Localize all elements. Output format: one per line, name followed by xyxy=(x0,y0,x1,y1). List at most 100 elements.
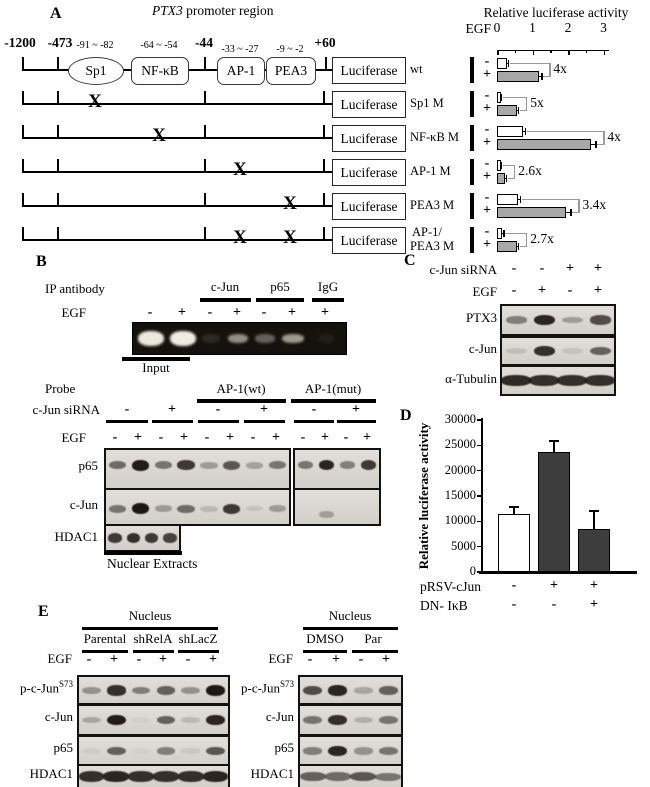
chart-a-bar-egf-plus xyxy=(497,105,517,116)
sirna-mark: + xyxy=(260,402,268,417)
binding-site-range-label: -64 ~ -54 xyxy=(140,40,178,51)
probe-group-bar xyxy=(291,399,376,403)
protein-band xyxy=(297,461,314,470)
chart-a-error-bar xyxy=(566,212,571,214)
x-mutation-mark: X xyxy=(283,227,297,248)
binding-site-box: PEA3 xyxy=(266,57,316,85)
chart-a-title: Relative luciferase activity xyxy=(483,5,629,20)
promoter-coordinate-label: -1200 xyxy=(4,35,36,50)
chart-a-error-cap xyxy=(524,128,526,135)
e-row-label: HDAC1 xyxy=(29,765,73,781)
protein-band xyxy=(353,716,373,724)
protein-band xyxy=(126,532,141,544)
cjun-blot-mut xyxy=(293,488,381,526)
protein-band xyxy=(132,717,151,722)
e-row-label: c-Jun xyxy=(44,709,73,724)
chart-a-error-cap xyxy=(595,141,597,148)
e-right-blot-p-c-Jun xyxy=(298,675,403,705)
e-row-label: HDAC1 xyxy=(250,765,294,781)
chart-d-condition-label: pRSV-cJun xyxy=(420,579,482,594)
protein-band xyxy=(206,685,225,696)
protein-band xyxy=(378,716,398,724)
sirna-group-bar xyxy=(198,420,239,423)
e-egf-mark: - xyxy=(136,652,142,667)
chart-a-egf-minus-mark: - xyxy=(484,122,490,137)
protein-band xyxy=(103,771,130,782)
c-header-mark: - xyxy=(511,261,517,276)
construct-tick xyxy=(204,57,206,70)
probe-egf-label: EGF xyxy=(61,430,86,445)
e-egf-mark: + xyxy=(159,652,167,667)
protein-band xyxy=(153,771,179,782)
chart-a-group-bar xyxy=(470,91,474,117)
chart-a-axis-tick-label: 3 xyxy=(600,20,607,35)
chart-a-egf-plus-mark: + xyxy=(483,135,491,150)
chart-d-error-bar xyxy=(513,506,515,514)
chart-a-error-bar xyxy=(516,110,519,112)
protein-band xyxy=(529,375,559,386)
c-header-mark: + xyxy=(538,283,546,298)
chart-a-bar-egf-minus xyxy=(497,92,501,103)
luciferase-box: Luciferase xyxy=(332,125,406,152)
chart-a-error-bar xyxy=(502,233,504,235)
c-header-mark: - xyxy=(511,283,517,298)
e-left-blot-HDAC1 xyxy=(77,764,230,787)
chart-a-axis-minor-tick xyxy=(550,49,552,53)
e-group-label: shLacZ xyxy=(178,631,218,646)
e-egf-mark: - xyxy=(86,652,92,667)
chart-d-ytick-label: 20000 xyxy=(444,462,476,477)
ip-antibody-label: IP antibody xyxy=(45,281,105,296)
sirna-group-bar xyxy=(106,420,148,423)
e-group-bar xyxy=(352,650,398,653)
e-left-egf-label: EGF xyxy=(47,651,72,666)
e-egf-mark: - xyxy=(185,652,191,667)
construct-line xyxy=(22,239,332,241)
c-blot-α-Tubulin xyxy=(500,365,616,396)
chip-egf-mark: + xyxy=(178,305,186,320)
e-left-blot-p-c-Jun xyxy=(77,675,230,705)
phospho-site-superscript: S73 xyxy=(279,679,294,689)
c-header-mark: - xyxy=(567,283,573,298)
chart-a-egf-minus-mark: - xyxy=(484,54,490,69)
probe-egf-mark: - xyxy=(300,430,306,445)
e-egf-mark: - xyxy=(358,652,364,667)
chart-a-error-bar xyxy=(500,97,502,99)
chart-a-axis-tick-label: 1 xyxy=(529,20,536,35)
construct-label: NF-κB M xyxy=(410,130,460,144)
e-row-label: p65 xyxy=(53,740,74,755)
chart-d-condition-mark: + xyxy=(590,578,598,593)
protein-band xyxy=(561,348,583,354)
protein-band xyxy=(360,460,377,471)
blot-row-label: p65 xyxy=(78,458,99,473)
chart-a-bar-egf-plus xyxy=(497,71,539,82)
e-group-label: DMSO xyxy=(306,631,344,646)
chart-a-group-bar xyxy=(470,227,474,253)
protein-band xyxy=(300,772,326,781)
chart-d-ytick-label: 25000 xyxy=(444,437,476,452)
chart-a-error-bar xyxy=(504,178,507,180)
chart-a-axis-tick-label: 0 xyxy=(493,20,501,35)
probe-egf-mark: + xyxy=(321,430,329,445)
protein-band xyxy=(223,503,241,514)
fold-change-label: 3.4x xyxy=(582,197,607,212)
chart-a-group-bar xyxy=(470,193,474,219)
c-blot-PTX3 xyxy=(500,304,616,336)
fold-change-label: 2.6x xyxy=(518,163,542,178)
construct-label: AP-1/ xyxy=(412,225,442,239)
chart-d-error-bar xyxy=(553,440,555,452)
sirna-mark: - xyxy=(311,402,317,417)
protein-band xyxy=(339,461,356,470)
e-group-bar xyxy=(303,650,347,653)
protein-band xyxy=(353,747,373,755)
fold-bracket xyxy=(509,63,550,65)
construct-label: PEA3 M xyxy=(410,198,455,212)
construct-tick xyxy=(204,159,206,172)
protein-band xyxy=(206,714,225,726)
e-egf-mark: + xyxy=(110,652,118,667)
sirna-mark: - xyxy=(215,402,221,417)
x-mutation-mark: X xyxy=(88,91,102,112)
protein-band xyxy=(223,460,241,470)
chart-d-yaxis xyxy=(481,418,483,574)
e-row-label: p-c-JunS73 xyxy=(19,679,73,696)
e-egf-mark: + xyxy=(382,652,390,667)
